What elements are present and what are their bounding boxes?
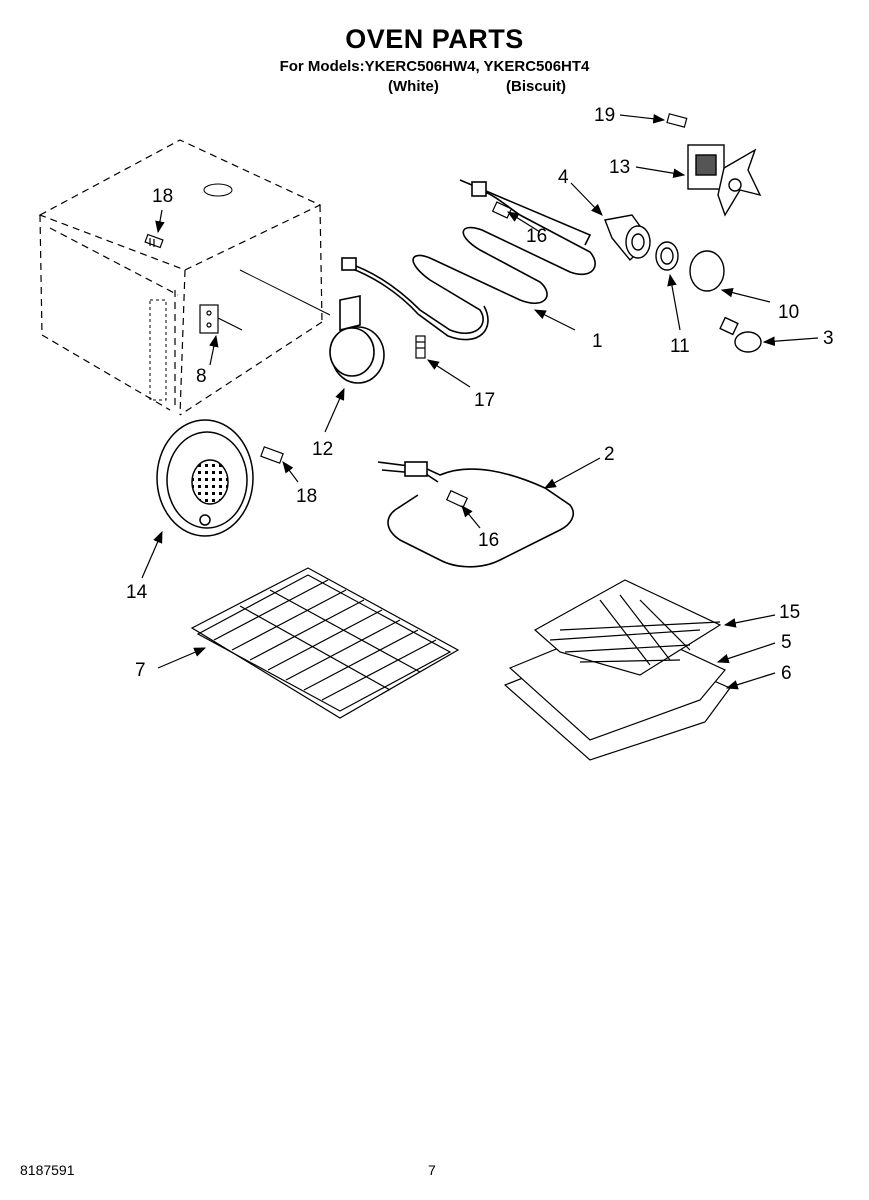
model-numbers: For Models:YKERC506HW4, YKERC506HT4 [279, 58, 590, 75]
temperature-sensor-8 [199, 304, 243, 334]
callout-18-top: 18 [152, 186, 173, 207]
oven-cavity-outline [38, 139, 323, 416]
callout-4: 4 [558, 167, 569, 188]
screw-19 [666, 113, 688, 128]
callout-15: 15 [779, 602, 800, 623]
lamp-lens-10 [689, 250, 725, 292]
variant-white-label: (White) [388, 78, 439, 95]
oven-rack-7 [190, 567, 460, 719]
callout-2: 2 [604, 444, 615, 465]
callout-18-bottom: 18 [296, 486, 317, 507]
light-bulb-3 [719, 316, 762, 353]
callout-13: 13 [609, 157, 630, 178]
screw-17 [415, 335, 426, 359]
screw-16-bottom [445, 489, 469, 509]
broiler-pan-assembly [503, 579, 731, 761]
callout-6: 6 [781, 663, 792, 684]
variant-biscuit-label: (Biscuit) [506, 78, 566, 95]
broil-element-1 [341, 179, 596, 341]
fan-cover-14 [156, 419, 254, 537]
callout-14: 14 [126, 582, 148, 603]
screw-18-bottom [260, 446, 284, 464]
callout-5: 5 [781, 632, 792, 653]
screw-16-top [491, 201, 513, 219]
leader-lines [141, 114, 819, 690]
callout-1: 1 [592, 331, 603, 352]
screw-18-top [144, 233, 164, 249]
callout-16-top: 16 [526, 226, 547, 247]
callout-8: 8 [196, 366, 207, 387]
lamp-gasket-11 [655, 241, 679, 271]
callout-17: 17 [474, 390, 495, 411]
callout-10: 10 [778, 302, 799, 323]
callout-12: 12 [312, 439, 333, 460]
oven-cavity-details [149, 183, 331, 401]
page-number: 7 [428, 1162, 436, 1178]
callout-3: 3 [823, 328, 834, 349]
callout-11: 11 [670, 336, 690, 357]
bake-element-2 [377, 461, 575, 568]
convection-ring-12 [329, 295, 385, 384]
page-title: OVEN PARTS [345, 24, 524, 54]
callout-7: 7 [135, 660, 146, 681]
callout-19: 19 [594, 105, 615, 126]
callout-16-bottom: 16 [478, 530, 499, 551]
lamp-socket-4 [604, 214, 651, 262]
convection-fan-motor-13 [687, 144, 762, 217]
document-number: 8187591 [20, 1162, 75, 1178]
